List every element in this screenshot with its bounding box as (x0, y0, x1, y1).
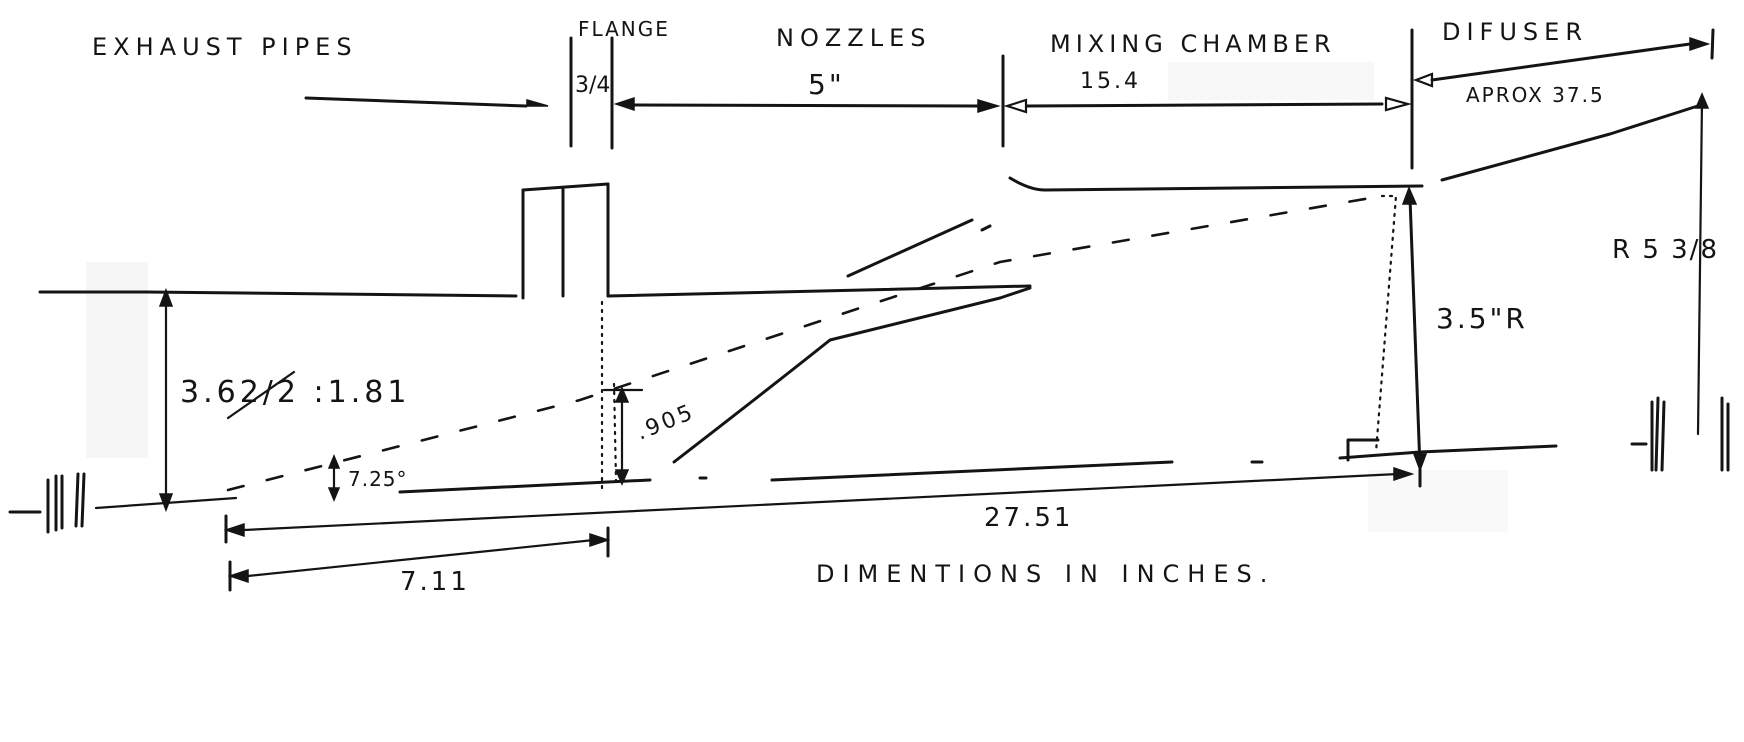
angle-dimension (327, 454, 341, 502)
mixing-radius-dimension (1401, 186, 1428, 488)
arrowhead-diffuser-left (1412, 72, 1434, 88)
dim-nozzle-offset: .905 (633, 400, 699, 446)
centreline-symbol-right (1630, 396, 1730, 472)
top-dimension-line (304, 36, 1711, 114)
arrowhead-mixing-left (1003, 98, 1028, 114)
paper-artifacts (86, 62, 1508, 532)
arrowhead-pipes (526, 99, 549, 107)
nozzle-centreline-dashed (226, 194, 1398, 492)
label-flange: FLANGE (578, 17, 670, 41)
label-diffuser: DIFUSER (1442, 18, 1588, 46)
arrowhead-nozzle-left (613, 96, 635, 112)
dim-mixing-radius: 3.5"R (1436, 302, 1528, 335)
dim-mixing-length: 15.4 (1080, 69, 1141, 94)
arrowhead-nozzle-right (977, 98, 1001, 114)
label-mixing-chamber: MIXING CHAMBER (1050, 30, 1336, 58)
flange-dotted-line-2 (612, 382, 618, 482)
ejector-outline (38, 102, 1706, 494)
dim-diffuser-radius: R 5 3/8 (1612, 235, 1719, 265)
dim-nozzle-length: 5" (808, 68, 845, 101)
dim-overall-length: 27.51 (984, 503, 1073, 533)
pipe-radius-dimension (94, 287, 296, 513)
centreline-symbol-left (8, 472, 86, 534)
dim-pipe-to-flange: 7.11 (400, 567, 470, 597)
dim-diffuser-length: APROX 37.5 (1466, 83, 1605, 107)
flange-block (521, 182, 610, 300)
arrowhead-mixing-right (1384, 96, 1413, 112)
pipe-to-flange-dimension (227, 526, 611, 592)
dim-flange-width: 3/4 (575, 73, 610, 98)
label-exhaust-pipes: EXHAUST PIPES (92, 33, 358, 61)
overall-length-dimension (223, 466, 1415, 544)
diffuser-radius-dimension (1694, 92, 1710, 436)
dim-pipe-diameter: 3.62/2 :1.81 (180, 375, 410, 410)
section-boundaries (569, 28, 1715, 170)
nozzle-offset-dimension (602, 386, 644, 486)
label-nozzles: NOZZLES (776, 24, 932, 52)
footer-units-note: DIMENTIONS IN INCHES. (816, 560, 1275, 588)
dim-nozzle-angle: 7.25° (348, 467, 408, 491)
arrowhead-diffuser-right (1689, 36, 1711, 52)
